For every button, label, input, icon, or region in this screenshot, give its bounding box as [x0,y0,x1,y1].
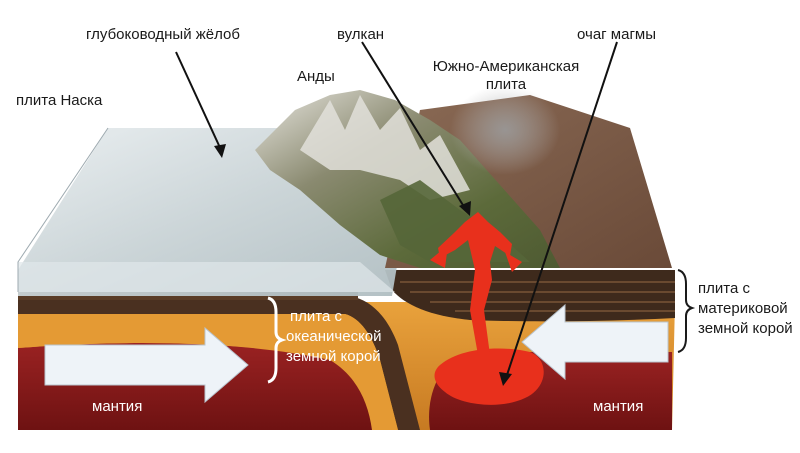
magma-pointer [505,41,618,379]
arrow-right [44,326,249,404]
continental-brace [677,269,696,353]
subducting-slab [18,296,420,430]
oceanic-plate-label-1: плита с [290,308,342,325]
magma [430,212,544,405]
oceanic-brace [267,296,287,384]
andes-label: Анды [297,68,335,85]
trench-pointer [175,51,223,153]
nazca-plate-label: плита Наска [16,92,103,109]
south-american-plate-label-1: Южно-Американская [432,58,580,75]
continental-plate-label-3: земной корой [698,320,793,337]
volcano-label: вулкан [337,26,385,43]
magma-chamber-label: очаг магмы [577,26,657,43]
trench-label: глубоководный жёлоб [86,26,240,43]
continental-plate-label-1: плита с [698,280,750,297]
mantle-label-right: мантия [593,398,644,415]
continental-plate-label-2: материковой [698,300,788,317]
arrow-left [521,303,669,381]
oceanic-plate-label-3: земной корой [286,348,381,365]
ocean-edge [17,127,109,292]
volcano-pointer [361,41,467,211]
mantle-label-left: мантия [92,398,143,415]
slab-orange [18,314,398,430]
ocean-water-front [18,262,395,292]
south-american-plate-label-2: плита [485,76,527,93]
magma-chamber [434,348,544,405]
oceanic-plate-label-2: океанической [286,328,382,345]
magma-conduit [438,212,512,355]
volcano-smoke [450,85,560,175]
